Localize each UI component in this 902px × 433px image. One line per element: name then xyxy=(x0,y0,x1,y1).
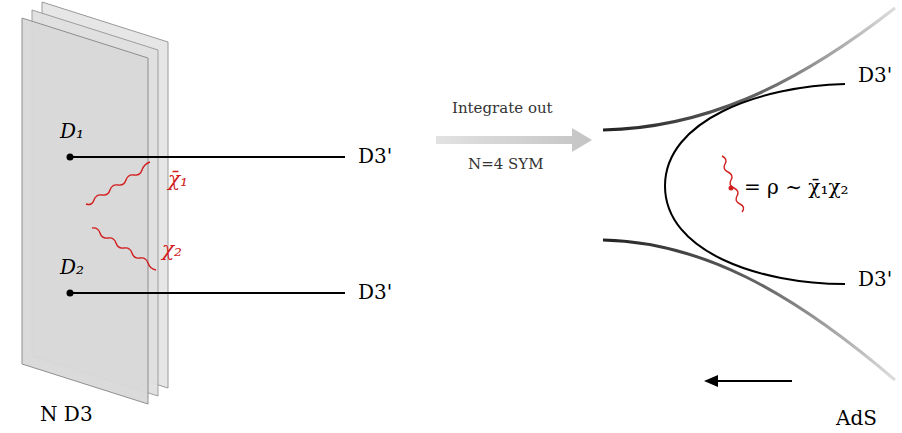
d3prime-line xyxy=(70,156,345,158)
ads-label: AdS xyxy=(836,407,877,429)
brane-label: D3' xyxy=(358,145,392,167)
field-label: χ₂ xyxy=(162,238,182,260)
stack-label: N D3 xyxy=(40,403,93,425)
ads-boundary-curve xyxy=(603,8,895,130)
defect-dot xyxy=(67,290,74,297)
ads-arrow xyxy=(716,380,792,382)
brane-label: D3' xyxy=(858,268,892,290)
vertex-dot xyxy=(729,186,734,191)
arrow-caption: N=4 SYM xyxy=(468,156,544,173)
field-label: χ̄₁ xyxy=(168,168,188,190)
arrow-caption: Integrate out xyxy=(452,100,553,117)
ads-arrow-head xyxy=(704,375,718,387)
ads-boundary-curve xyxy=(603,240,895,380)
brane-label: D3' xyxy=(858,64,892,86)
d3prime-line xyxy=(70,292,345,294)
brane-label: D3' xyxy=(358,281,392,303)
integrate-arrow xyxy=(436,128,592,152)
defect-dot xyxy=(67,154,74,161)
wavy-propagator xyxy=(86,162,150,205)
defect-label: D₁ xyxy=(60,120,84,142)
d3-planes xyxy=(22,2,168,404)
equation-label: = ρ ∼ χ̄₁χ₂ xyxy=(744,176,849,198)
defect-label: D₂ xyxy=(60,256,84,278)
wavy-propagator xyxy=(722,156,744,212)
wavy-propagator xyxy=(92,228,156,270)
